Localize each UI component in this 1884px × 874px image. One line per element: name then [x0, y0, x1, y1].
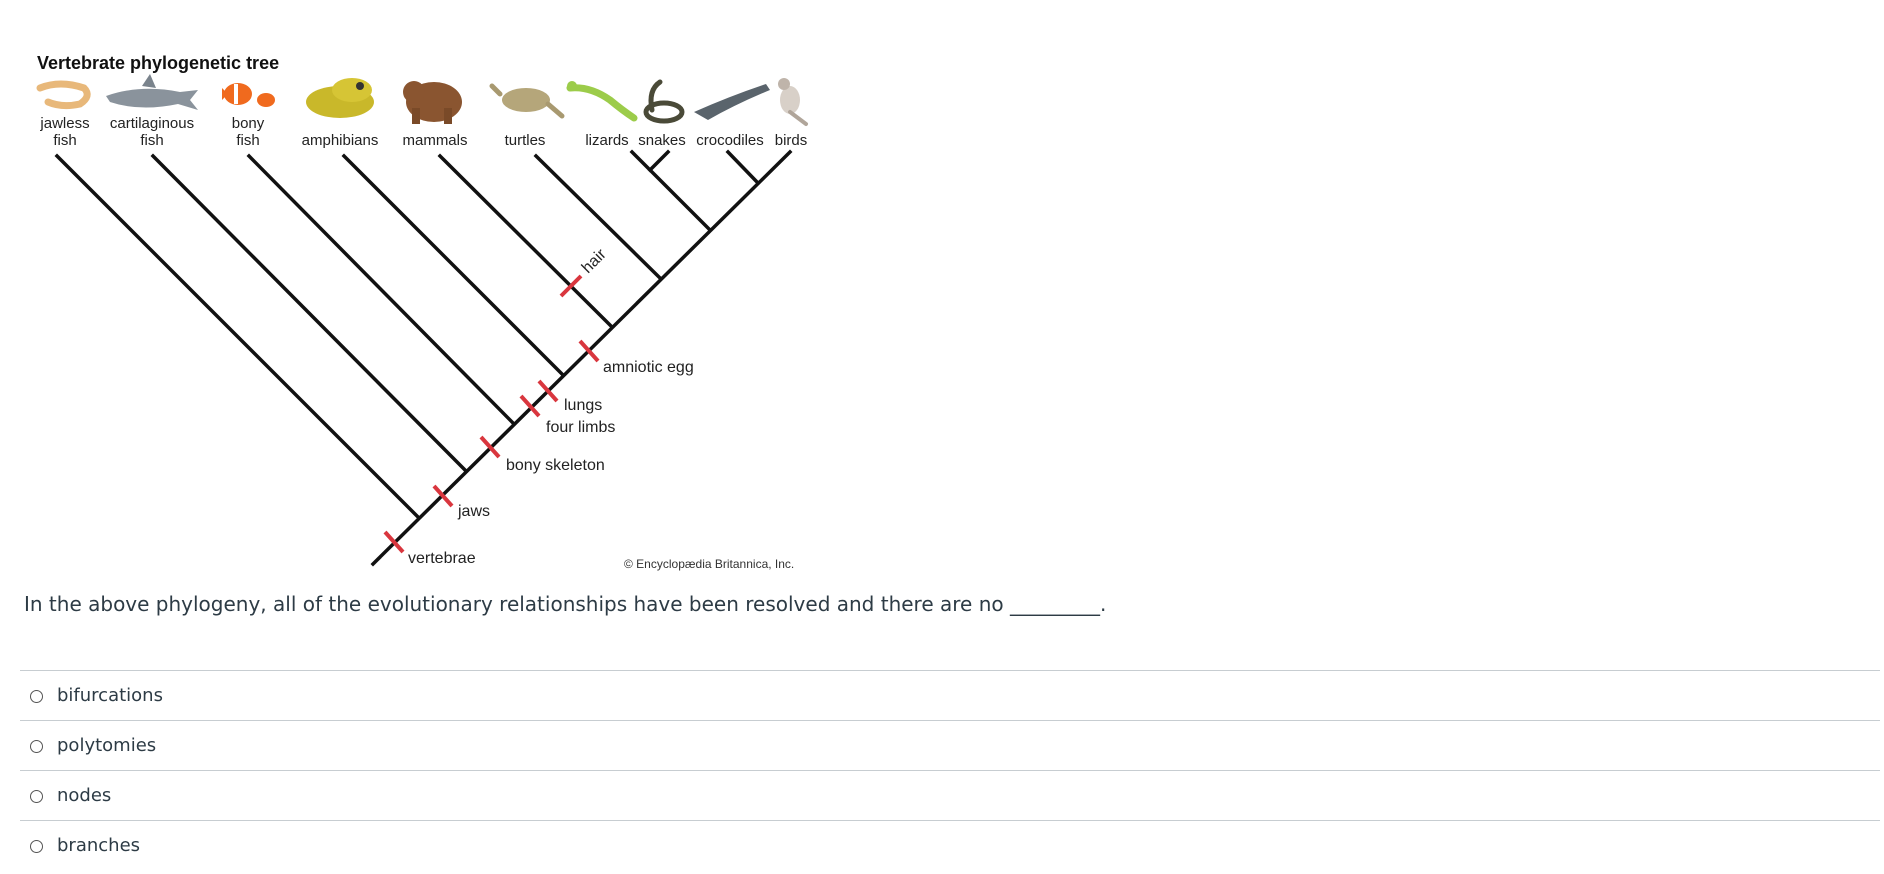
phylogenetic-tree-svg: Vertebrate phylogenetic tree: [36, 53, 808, 571]
trait-label-hair: hair: [579, 245, 610, 276]
answer-option-label: bifurcations: [57, 685, 163, 706]
taxon-label-line1: bony: [232, 115, 265, 132]
bear-icon: [403, 81, 462, 124]
trait-mark-jaws: [432, 484, 454, 508]
trait-mark-lungs: [537, 379, 559, 403]
branch-bony-fish: [246, 153, 517, 427]
taxon-label-line2: mammals: [402, 132, 467, 149]
phylogenetic-tree-figure: Vertebrate phylogenetic tree: [0, 0, 840, 590]
branch-snakes: [647, 149, 671, 173]
figure-title: Vertebrate phylogenetic tree: [37, 53, 279, 73]
taxon-label-line2: lizards: [585, 132, 628, 149]
taxon-label-line2: amphibians: [302, 132, 379, 149]
trait-label-vertebrae: vertebrae: [408, 550, 476, 567]
shark-icon: [106, 74, 198, 110]
answer-option-polytomies[interactable]: polytomies: [20, 720, 1880, 770]
taxon-label-line1: jawless: [39, 115, 89, 132]
frog-icon: [306, 78, 374, 118]
trait-mark-amniotic-egg: [578, 339, 600, 363]
taxon-label-line2: fish: [53, 132, 76, 149]
trait-label-four-limbs: four limbs: [546, 419, 615, 436]
taxon-label-line2: fish: [140, 132, 163, 149]
trait-label-lungs: lungs: [564, 397, 602, 414]
answer-option-branches[interactable]: branches: [20, 820, 1880, 870]
taxon-label-line2: birds: [775, 132, 808, 149]
branch-mammals: [437, 153, 614, 329]
answer-option-label: branches: [57, 835, 141, 856]
trait-label-amniotic-egg: amniotic egg: [603, 359, 694, 376]
taxon-label-line1: cartilaginous: [110, 115, 194, 132]
answer-options: bifurcations polytomies nodes branches: [20, 670, 1880, 870]
turtle-icon: [489, 83, 565, 119]
taxon-label-line2: snakes: [638, 132, 686, 149]
branch-lepidosaurs: [629, 149, 712, 232]
snake-icon: [643, 79, 685, 124]
branch-turtles: [533, 153, 663, 281]
taxon-label-line2: turtles: [505, 132, 546, 149]
lizard-icon: [566, 81, 638, 122]
figure-copyright: © Encyclopædia Britannica, Inc.: [624, 557, 794, 571]
trait-mark-vertebrae: [383, 530, 405, 554]
trait-mark-four-limbs: [519, 394, 541, 418]
branch-cartilaginous-fish: [150, 153, 469, 474]
bird-icon: [778, 78, 808, 126]
branch-crocodiles: [725, 149, 760, 185]
trait-mark-bony-skeleton: [479, 435, 501, 459]
taxon-label-line2: crocodiles: [696, 132, 764, 149]
radio-button[interactable]: [30, 790, 43, 803]
taxon-label-line2: fish: [236, 132, 259, 149]
clownfish-icon: [222, 83, 275, 107]
tree-branches: [54, 149, 793, 567]
answer-option-bifurcations[interactable]: bifurcations: [20, 670, 1880, 720]
taxon-labels: jawless fish cartilaginous fish bony fis…: [39, 115, 807, 149]
answer-option-label: nodes: [57, 785, 112, 806]
answer-option-label: polytomies: [57, 735, 157, 756]
crocodile-icon: [694, 84, 770, 120]
radio-button[interactable]: [30, 740, 43, 753]
answer-option-nodes[interactable]: nodes: [20, 770, 1880, 820]
tree-trunk: [370, 149, 793, 567]
radio-button[interactable]: [30, 840, 43, 853]
branch-jawless-fish: [54, 153, 422, 521]
trait-label-jaws: jaws: [457, 503, 490, 520]
trait-mark-hair: [559, 274, 583, 298]
trait-label-bony-skeleton: bony skeleton: [506, 457, 605, 474]
trait-marks: [383, 274, 600, 554]
branch-amphibians: [341, 153, 566, 378]
question-text: In the above phylogeny, all of the evolu…: [24, 592, 1107, 616]
radio-button[interactable]: [30, 690, 43, 703]
eel-icon: [36, 80, 91, 110]
